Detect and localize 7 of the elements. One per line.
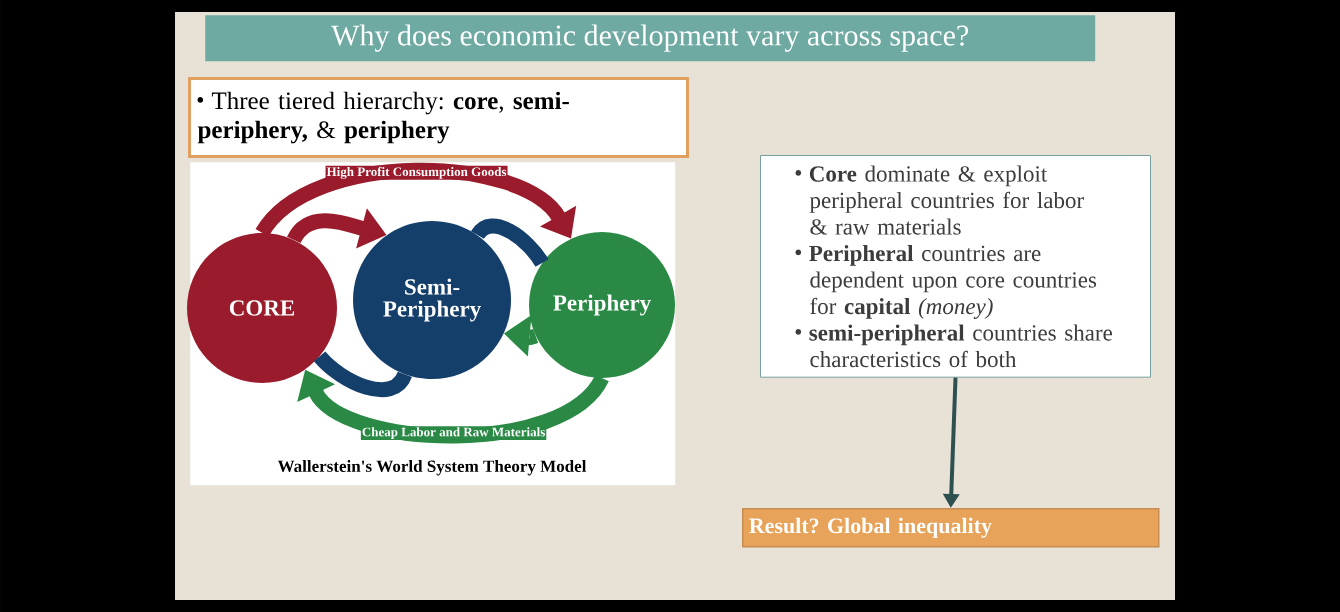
bullet-box: Three tiered hierarchy: core, semi-periphery, & periphery [188,77,689,158]
title-band: Why does economic development vary across space? [205,15,1096,62]
connector-band [314,351,412,398]
edge-label: Cheap Labor and Raw Materials [360,426,547,441]
result-box: Result? Global inequality [742,508,1160,548]
bullet-box: Core dominate & exploit peripheral countries for labor & raw materials Peripheral countries are dependent upon core countries for capital (money) semi-peripheral countries share characteristics of both [760,155,1151,378]
connector-band [471,218,549,268]
